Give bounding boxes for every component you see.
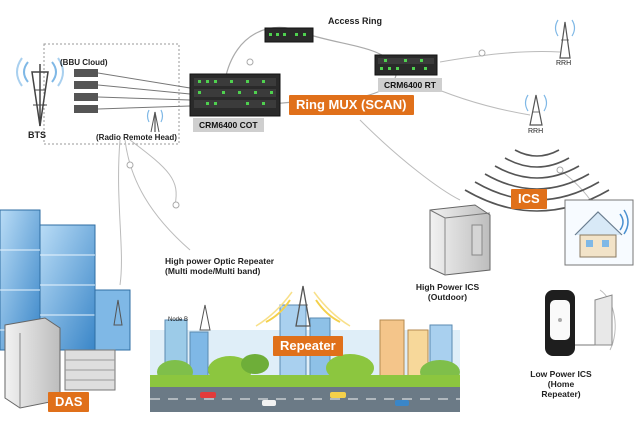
- label-low-ics-line2: (Home: [547, 378, 575, 389]
- link-cot-down-2: [118, 139, 122, 286]
- label-radio-remote-head: (Radio Remote Head): [96, 133, 177, 142]
- label-optic-repeater-line1: High power Optic Repeater: [165, 256, 275, 266]
- label-access-ring: Access Ring: [328, 16, 383, 26]
- label-optic-repeater: High power Optic Repeater (Multi mode/Mu…: [165, 256, 275, 277]
- label-optic-repeater-line2: (Multi mode/Multi band): [165, 265, 261, 276]
- label-crm6400-cot: CRM6400 COT: [193, 118, 264, 132]
- ring-node-top-icon: [264, 27, 314, 43]
- label-bbu-cloud: (BBU Cloud): [60, 58, 108, 67]
- label-node-b: Node B: [168, 317, 189, 323]
- label-low-power-ics: Low Power ICS (Home Repeater): [515, 369, 607, 399]
- label-high-ics-line2: (Outdoor): [427, 291, 468, 302]
- link-to-ics: [359, 119, 461, 201]
- label-bts: BTS: [28, 130, 46, 140]
- rrh-tower-top-icon: [554, 19, 576, 59]
- bts-tower-icon: [16, 57, 64, 127]
- badge-ics: ICS: [511, 189, 547, 210]
- rrh-tower-mid-icon: [524, 94, 548, 126]
- badge-repeater: Repeater: [273, 336, 343, 357]
- bbu-modules-icon: [74, 69, 191, 113]
- house-icon: [564, 199, 634, 266]
- low-power-ics-device-icon: [545, 290, 613, 356]
- label-crm6400-rt: CRM6400 RT: [378, 78, 442, 92]
- high-power-ics-box-icon: [429, 204, 491, 276]
- label-high-ics-line1: High Power ICS: [415, 282, 480, 292]
- badge-das: DAS: [48, 392, 90, 413]
- link-cot-down-1: [124, 139, 191, 251]
- crm6400-cot-rack-icon: [189, 73, 281, 117]
- label-high-power-ics: High Power ICS (Outdoor): [400, 282, 495, 303]
- label-rrh-mid: RRH: [528, 128, 544, 135]
- label-low-ics-line3: Repeater): [541, 388, 581, 399]
- link-cot-down-3: [129, 139, 177, 206]
- badge-ring-mux: Ring MUX (SCAN): [289, 95, 414, 116]
- crm6400-rt-unit-icon: [374, 54, 438, 76]
- label-low-ics-line1: Low Power ICS: [530, 369, 592, 379]
- label-rrh-top: RRH: [556, 60, 572, 67]
- das-building-icon: [0, 209, 131, 409]
- radio-remote-head-icon: [146, 109, 164, 133]
- link-rt-rrh-top: [439, 51, 561, 63]
